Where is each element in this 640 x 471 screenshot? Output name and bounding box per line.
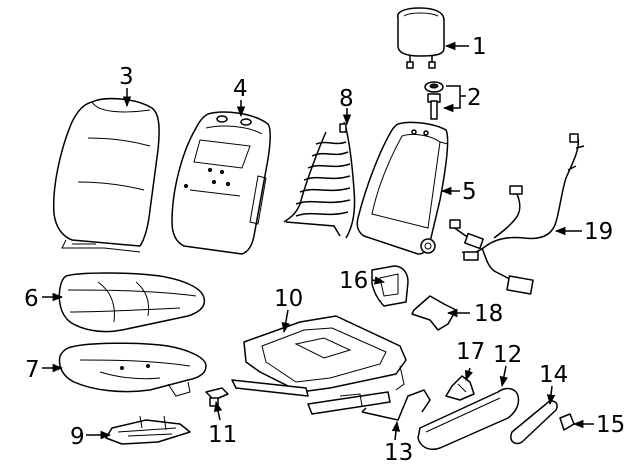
release-rod[interactable] [361,389,431,421]
seat-cushion-cover[interactable] [58,272,206,333]
leader-lines [42,41,594,441]
seat-adjuster-track[interactable] [231,315,407,415]
cushion-bracket[interactable] [105,415,191,445]
callout-10: 10 [274,286,303,312]
callout-11: 11 [208,422,237,448]
callout-7: 7 [25,357,40,383]
headrest-guide[interactable] [424,81,444,120]
callout-4: 4 [233,76,248,102]
callout-1: 1 [472,34,487,60]
callout-6: 6 [24,286,39,312]
headrest[interactable] [396,7,445,69]
side-shield[interactable] [417,387,520,450]
callout-13: 13 [384,440,413,466]
cover-cap[interactable] [559,413,575,431]
callout-16: 16 [339,268,368,294]
callout-2: 2 [467,85,482,111]
side-bracket[interactable] [371,265,409,307]
wiring-harness[interactable] [449,133,585,295]
callout-9: 9 [70,424,85,450]
callout-14: 14 [539,362,568,388]
seat-back-suspension[interactable] [283,121,356,239]
seat-back-panel[interactable] [171,111,271,255]
callout-5: 5 [462,179,477,205]
latch-bracket[interactable] [445,375,475,401]
callout-15: 15 [596,412,625,438]
callout-12: 12 [493,342,522,368]
callout-17: 17 [456,339,485,365]
callout-19: 19 [584,219,613,245]
callout-labels: 1 2 3 4 5 6 7 8 9 10 11 12 13 14 15 16 1… [24,34,625,466]
callout-8: 8 [339,86,354,112]
callout-3: 3 [119,64,134,90]
callout-18: 18 [474,301,503,327]
seat-back-frame[interactable] [356,121,449,255]
trim-piece[interactable] [411,295,457,331]
seat-back-cover[interactable] [52,97,160,253]
seat-cushion-pad[interactable] [58,342,207,397]
